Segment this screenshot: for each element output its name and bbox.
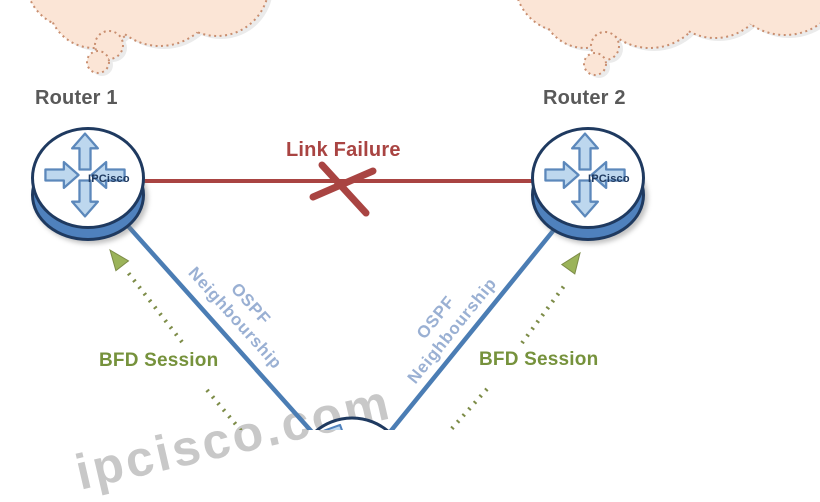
bfd-arrow-left-lower-icon	[207, 390, 243, 430]
arrow-right-icon	[545, 162, 578, 188]
cloud-left-icon	[12, 0, 302, 88]
arrow-down-icon	[72, 181, 98, 217]
link-failure-x-icon	[313, 165, 373, 213]
bfd-session-label-right: BFD Session	[479, 349, 598, 371]
bfd-arrow-right-lower-icon	[447, 389, 487, 430]
router-brand-label: IPCisco	[588, 173, 630, 185]
router-brand-label: IPCisco	[88, 173, 130, 185]
bfd-session-label-left: BFD Session	[99, 350, 218, 372]
router1-icon: IPCisco	[31, 127, 145, 241]
router2-label: Router 2	[543, 87, 626, 110]
arrow-right-icon	[45, 162, 78, 188]
arrow-up-icon	[572, 134, 598, 170]
arrow-up-icon	[72, 134, 98, 170]
bfd-arrow-right-icon	[522, 253, 580, 343]
cloud-right-icon	[500, 0, 820, 88]
router2-icon: IPCisco	[531, 127, 645, 241]
bfd-arrow-left-icon	[110, 250, 182, 342]
arrow-down-icon	[572, 181, 598, 217]
link-failure-label: Link Failure	[286, 139, 401, 162]
router1-label: Router 1	[35, 87, 118, 110]
